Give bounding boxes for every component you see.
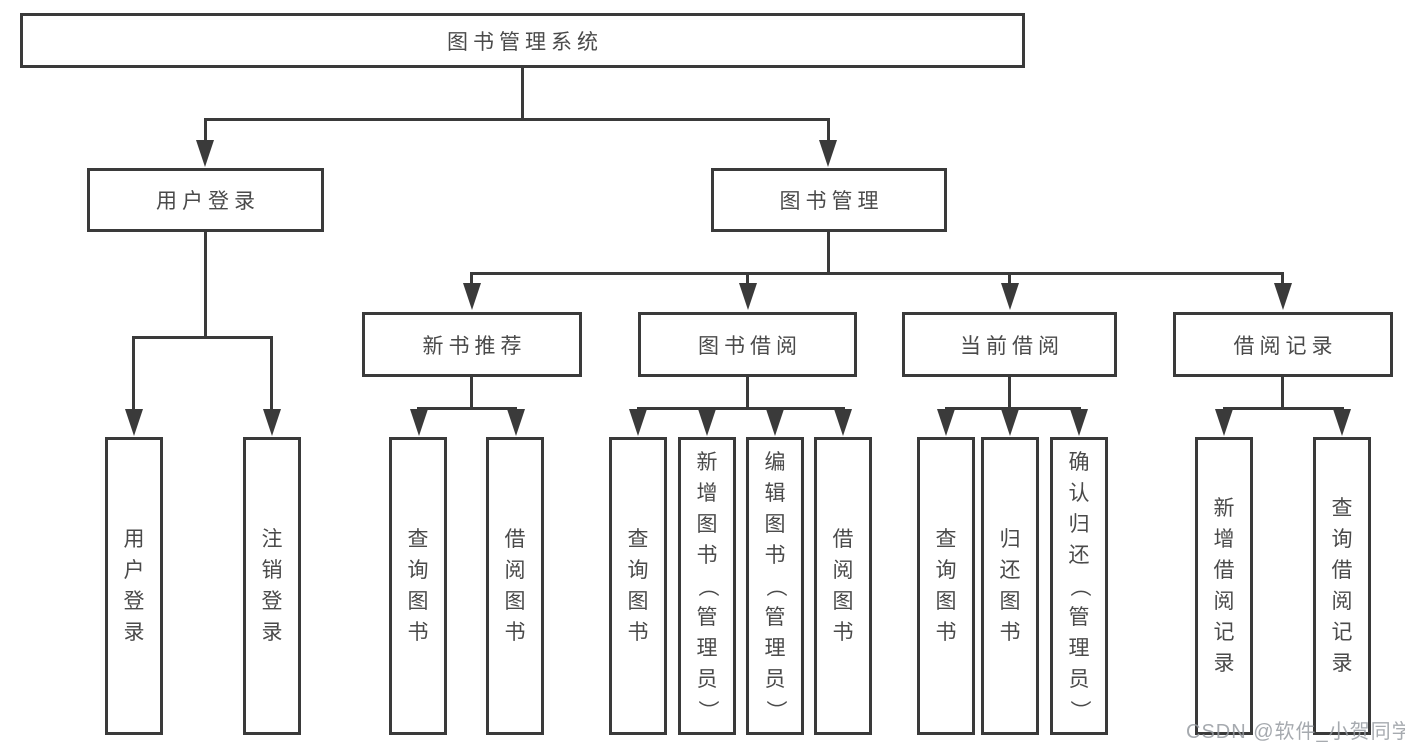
arrowhead-down [698,409,716,436]
arrowhead-down [507,409,525,436]
leaf-borrow-books-recommend: 借阅图书 [486,437,544,735]
leaf-user-login: 用户登录 [105,437,163,735]
leaf-label: 用户登录 [123,528,145,644]
arrowhead-down [263,409,281,436]
connector-line [204,118,830,121]
node-book-borrow: 图书借阅 [638,312,857,377]
node-root: 图书管理系统 [20,13,1025,68]
node-book-management: 图书管理 [711,168,947,232]
arrowhead-down [1070,409,1088,436]
connector-line [417,407,517,410]
connector-line [1008,272,1011,286]
leaf-label: 新增图书（管理员） [695,450,719,721]
watermark: CSDN @软件_小贺同学 [1186,721,1405,743]
leaf-label: 编辑图书（管理员） [763,450,787,721]
leaf-add-books-admin: 新增图书（管理员） [678,437,736,735]
connector-line [270,336,273,410]
connector-line [746,377,749,407]
connector-line [204,118,207,144]
arrowhead-down [739,283,757,310]
connector-line [746,272,749,286]
node-current-borrow: 当前借阅 [902,312,1117,377]
leaf-label: 新增借阅记录 [1213,497,1235,675]
connector-line [637,407,845,410]
arrowhead-down [834,409,852,436]
leaf-query-books-borrow: 查询图书 [609,437,667,735]
arrowhead-down [1001,409,1019,436]
connector-line [827,232,830,272]
arrowhead-down [1001,283,1019,310]
connector-line [827,118,830,144]
connector-line [470,272,473,286]
leaf-label: 查询图书 [627,528,649,644]
leaf-label: 借阅图书 [832,528,854,644]
leaf-label: 借阅图书 [504,528,526,644]
leaf-label: 查询图书 [935,528,957,644]
connector-line [1281,377,1284,407]
arrowhead-down [410,409,428,436]
arrowhead-down [937,409,955,436]
connector-line [204,232,207,336]
leaf-confirm-return-admin: 确认归还（管理员） [1050,437,1108,735]
leaf-edit-books-admin: 编辑图书（管理员） [746,437,804,735]
node-new-book-recommend: 新书推荐 [362,312,582,377]
leaf-label: 归还图书 [999,528,1021,644]
leaf-query-books-recommend: 查询图书 [389,437,447,735]
arrowhead-down [766,409,784,436]
node-user-login: 用户登录 [87,168,324,232]
arrowhead-down [196,140,214,167]
arrowhead-down [1215,409,1233,436]
arrowhead-down [1274,283,1292,310]
connector-line [521,68,524,118]
leaf-return-books: 归还图书 [981,437,1039,735]
connector-line [1008,377,1011,407]
leaf-query-borrow-record: 查询借阅记录 [1313,437,1371,735]
connector-line [132,336,273,339]
leaf-label: 确认归还（管理员） [1067,450,1091,721]
leaf-add-borrow-record: 新增借阅记录 [1195,437,1253,735]
leaf-label: 注销登录 [261,528,283,644]
leaf-query-books-current: 查询图书 [917,437,975,735]
leaf-borrow-books: 借阅图书 [814,437,872,735]
connector-line [470,377,473,407]
leaf-label: 查询借阅记录 [1331,497,1353,675]
connector-line [1223,407,1344,410]
arrowhead-down [629,409,647,436]
leaf-logout: 注销登录 [243,437,301,735]
node-borrow-records: 借阅记录 [1173,312,1393,377]
arrowhead-down [819,140,837,167]
arrowhead-down [125,409,143,436]
arrowhead-down [1333,409,1351,436]
connector-line [132,336,135,410]
arrowhead-down [463,283,481,310]
connector-line [945,407,1081,410]
connector-line [470,272,1284,275]
connector-line [1281,272,1284,286]
leaf-label: 查询图书 [407,528,429,644]
